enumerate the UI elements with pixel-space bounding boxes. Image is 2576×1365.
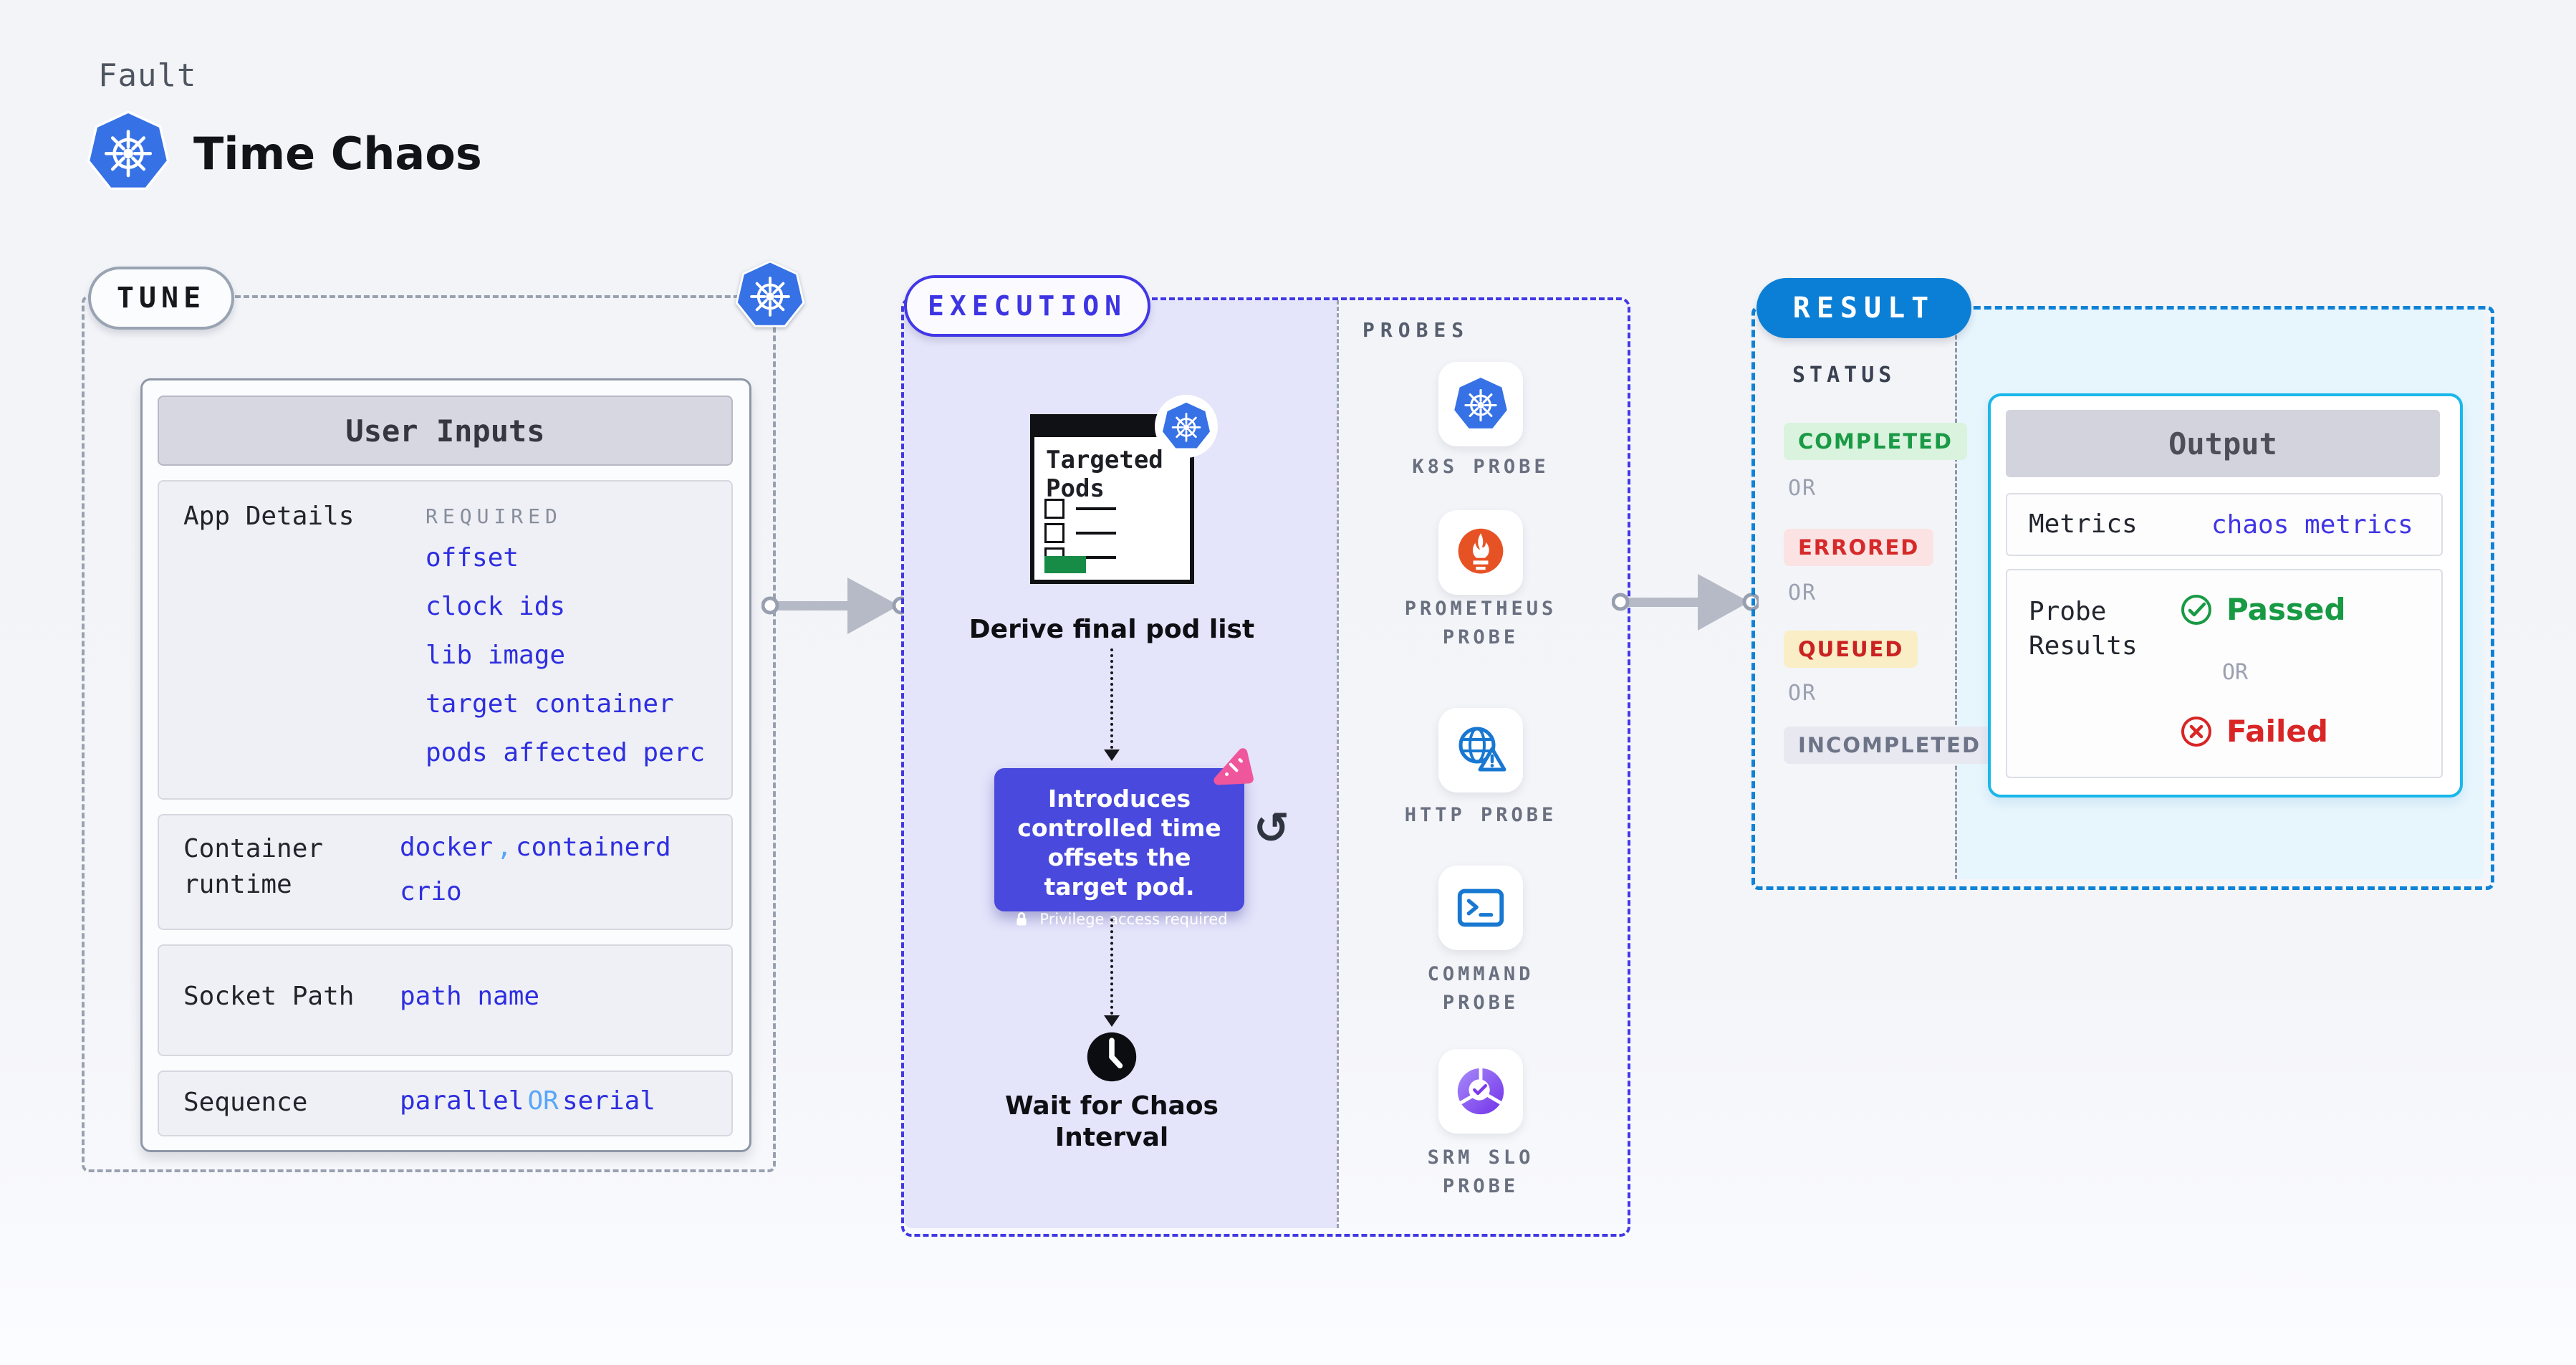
x-circle-icon [2181,716,2211,747]
clock-icon [1087,1032,1137,1082]
probe-label-http: HTTP PROBE [1404,804,1557,826]
flow-arrow-icon [1612,562,1759,641]
result-section-badge: RESULT [1756,278,1971,338]
lock-icon [1017,912,1027,926]
failed-result: Failed [2179,714,2328,749]
app-details-label: App Details [183,502,355,531]
privilege-note: Privilege access required [1011,909,1228,930]
privilege-note-text: Privilege access required [1039,911,1228,928]
passed-label: Passed [2226,592,2346,627]
status-badge-queued: QUEUED [1784,631,1918,668]
checkbox-icon [1044,499,1064,519]
terminal-icon [1457,889,1504,927]
container-runtime-label: Container runtime [183,834,324,899]
execution-probes-divider [1337,300,1339,1228]
probe-card-command [1438,866,1523,950]
container-runtime-row: Container runtime docker , containerd cr… [158,814,733,930]
execution-section-badge: EXECUTION [904,275,1150,337]
flow-dotted-connector [1110,648,1113,749]
http-globe-warning-icon [1458,727,1506,772]
list-line [1076,507,1116,510]
value-clock-ids: clock ids [426,592,566,621]
or-label: OR [2222,660,2249,685]
status-output-divider [1955,310,1957,879]
socket-path-label: Socket Path [183,982,355,1011]
metrics-label: Metrics [2029,509,2138,539]
metrics-row: Metrics chaos metrics [2006,493,2443,556]
probe-label-srm-slo: SRM SLO PROBE [1427,1146,1534,1197]
prometheus-icon [1458,528,1504,574]
pod-list-item [1044,523,1116,543]
status-title: STATUS [1792,363,1896,388]
kubernetes-icon [1453,376,1509,431]
slo-gauge-icon [1457,1068,1504,1115]
value-containerd: containerd [515,833,671,862]
list-line [1076,532,1116,535]
value-target-container: target container [426,689,674,719]
status-badge-incompleted: INCOMPLETED [1784,727,1996,764]
value-path-name: path name [400,982,540,1011]
probe-card-http [1438,708,1523,792]
or-label: OR [1788,681,1817,706]
value-serial: serial [562,1086,655,1116]
retry-loop-icon: ↺ [1254,803,1290,853]
probes-title: PROBES [1363,318,1470,342]
probe-card-k8s [1438,362,1523,446]
or-label: OR [1788,476,1817,501]
value-crio: crio [400,877,462,906]
arrow-head-icon [1104,749,1120,761]
kubernetes-badge-icon [1155,395,1218,458]
value-pods-affected-perc: pods affected perc [426,738,706,767]
kubernetes-icon [87,111,169,193]
tune-section-box [82,295,776,1172]
tune-section-badge: TUNE [88,267,234,330]
page-title: Time Chaos [193,128,482,180]
flow-dotted-connector [1110,919,1113,1015]
tooltip-text: Introduces controlled time offsets the t… [1017,785,1221,901]
kubernetes-icon [736,261,804,328]
value-lib-image: lib image [426,641,566,670]
output-title: Output [2006,410,2440,477]
arrow-head-icon [1104,1015,1120,1027]
failed-label: Failed [2226,714,2328,749]
passed-result: Passed [2179,592,2346,627]
fault-tooltip: Introduces controlled time offsets the t… [994,768,1244,928]
fault-eyebrow: Fault [98,57,197,94]
probe-label-command: COMMAND PROBE [1427,963,1534,1014]
socket-path-row: Socket Path path name [158,944,733,1056]
pod-list-item [1044,499,1116,519]
checkbox-icon [1044,523,1064,543]
result-section-box [1751,306,2494,890]
required-tag: REQUIRED [426,504,562,528]
value-separator: , [496,833,512,862]
execution-section-box [901,297,1630,1237]
wait-chaos-caption: Wait for Chaos Interval [1005,1091,1219,1152]
or-label: OR [1788,580,1817,605]
check-circle-icon [2181,594,2211,625]
value-parallel: parallel [400,1086,524,1116]
sequence-row: Sequence parallel OR serial [158,1071,733,1136]
metrics-value: chaos metrics [2211,510,2413,540]
progress-bar [1044,556,1086,573]
value-or: OR [527,1086,559,1116]
sequence-label: Sequence [183,1088,308,1117]
probe-label-k8s: K8S PROBE [1412,456,1549,478]
value-docker: docker [400,833,494,862]
targeted-pods-title: Targeted Pods [1046,446,1163,503]
app-details-row: App Details REQUIRED offset clock ids li… [158,480,733,800]
chaos-spark-icon [1213,748,1254,785]
probe-results-row: Probe Results Passed OR Failed [2006,569,2443,778]
value-offset: offset [426,543,519,573]
probe-results-label: Probe Results [2029,597,2138,661]
derive-pod-list-caption: Derive final pod list [969,615,1255,644]
status-badge-errored: ERRORED [1784,529,1934,566]
user-inputs-title: User Inputs [158,396,733,466]
probe-label-prometheus: PROMETHEUS PROBE [1404,598,1557,648]
probe-card-srm-slo [1438,1049,1523,1134]
list-line [1076,556,1116,559]
flow-arrow-icon [761,566,908,645]
probe-card-prometheus [1438,510,1523,595]
status-badge-completed: COMPLETED [1784,423,1968,460]
